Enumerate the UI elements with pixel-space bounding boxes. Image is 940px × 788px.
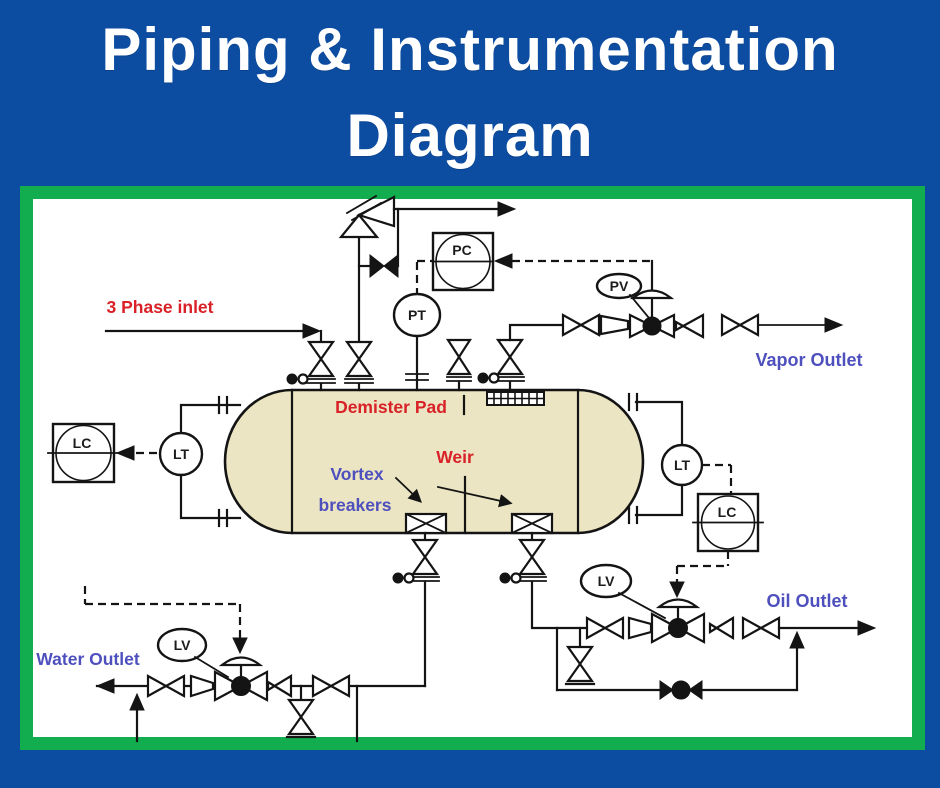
lc-left-tag: LC — [73, 435, 92, 451]
lv-oil-tag-oval — [579, 563, 633, 599]
psv-riser-valve — [344, 340, 374, 384]
water-drain-valve-top — [392, 531, 440, 584]
vapor-outlet-label: Vapor Outlet — [755, 350, 862, 370]
oil-drain-valve-bottom — [564, 626, 596, 686]
vapor-reducer-left — [599, 314, 630, 336]
oil-outlet-label: Oil Outlet — [767, 591, 848, 611]
oil-bypass-arrow — [789, 630, 805, 649]
pv-tag: PV — [610, 278, 629, 294]
vortex-breaker-left — [404, 512, 448, 535]
oil-bypass-valve — [659, 680, 703, 700]
oil-outlet-line: LV Oil Outlet — [499, 531, 877, 700]
relief-valve-icon — [338, 194, 396, 239]
inlet-valve — [286, 340, 336, 385]
diaphragm-actuator-icon — [629, 289, 675, 300]
vapor-outlet-line: PV Vapor Outlet — [477, 272, 863, 392]
lt-left-tag: LT — [173, 446, 190, 462]
pressure-instruments: PT PC — [392, 231, 654, 392]
vortex-arrow-right — [436, 485, 513, 508]
level-loop-right: LT LC — [627, 392, 764, 599]
water-outlet-label: Water Outlet — [36, 649, 140, 669]
spectacle-blind-icon — [499, 572, 511, 584]
lv-water-signal-arrow — [232, 637, 248, 655]
vortex-breaker-right — [510, 512, 554, 535]
inlet-line — [104, 323, 336, 392]
lc-left-instrument: LC — [47, 422, 120, 484]
water-outlet-arrow — [95, 678, 115, 694]
inlet-label: 3 Phase inlet — [107, 297, 214, 317]
oil-reducer-right — [708, 616, 735, 640]
level-loop-left: LT LC — [47, 395, 248, 655]
water-gate-valve-1 — [146, 674, 186, 698]
inlet-arrow — [302, 323, 322, 339]
vapor-gate-valve-1 — [561, 313, 601, 337]
lv-oil-leader — [617, 591, 667, 620]
pv-leader — [628, 293, 651, 320]
oil-drain-valve-top — [499, 531, 547, 584]
psv-assembly — [338, 194, 517, 392]
diaphragm-actuator-icon — [218, 656, 264, 667]
page-title-line-1: Piping & Instrumentation — [101, 16, 839, 83]
vapor-reducer-right — [674, 313, 705, 339]
vapor-outlet-arrow — [824, 317, 844, 333]
oil-outlet-arrow — [857, 620, 877, 636]
water-outlet-line: LV Water Outlet — [36, 531, 440, 743]
water-join-arrow — [129, 692, 145, 711]
spectacle-blind-icon — [286, 373, 298, 385]
oil-control-valve — [650, 598, 706, 644]
lv-water-leader — [193, 655, 230, 679]
demister-pad — [486, 391, 545, 406]
vortex-arrow-left — [394, 476, 422, 503]
pc-tag: PC — [452, 242, 471, 258]
diaphragm-actuator-icon — [655, 598, 701, 609]
page-title-line-2: Diagram — [346, 102, 594, 169]
pt-tag: PT — [408, 307, 426, 323]
lv-water-tag-oval — [156, 627, 208, 663]
water-reducer-left — [189, 674, 215, 698]
water-control-valve — [213, 656, 269, 702]
pc-instrument: PC — [431, 231, 495, 292]
lc-left-signal-arrow — [115, 445, 135, 461]
vapor-gate-valve-2 — [720, 313, 760, 337]
water-gate-valve-2 — [311, 674, 351, 698]
lv-oil-signal-arrow — [669, 581, 685, 599]
pc-signal-arrow — [493, 253, 513, 269]
annotations: 3 Phase inlet Demister Pad Weir Vortex b… — [107, 297, 513, 515]
vent-valve — [445, 338, 473, 392]
vapor-isolation-valve — [477, 338, 525, 384]
demister-label: Demister Pad — [335, 397, 447, 417]
water-reducer-right — [266, 674, 293, 698]
water-drain-valve-bottom — [285, 684, 317, 739]
relief-outlet-arrow — [497, 201, 517, 217]
weir-label: Weir — [436, 447, 474, 467]
spectacle-blind-icon — [477, 372, 489, 384]
vortex-label-line-1: Vortex — [330, 464, 383, 484]
lt-right-tag: LT — [674, 457, 691, 473]
vapor-control-valve — [628, 289, 676, 339]
lc-right-instrument: LC — [692, 492, 764, 553]
lv-oil-tag: LV — [598, 573, 616, 589]
lc-right-tag: LC — [718, 504, 737, 520]
psv-bypass-valve — [357, 207, 400, 279]
oil-reducer-left — [627, 616, 653, 640]
separator-vessel — [223, 388, 645, 535]
vortex-label-line-2: breakers — [319, 495, 392, 515]
oil-gate-valve-2 — [741, 616, 781, 640]
spectacle-blind-icon — [392, 572, 404, 584]
page-title: Piping & Instrumentation Diagram — [0, 0, 940, 186]
lv-water-tag: LV — [174, 637, 192, 653]
pv-tag-oval — [595, 272, 643, 300]
oil-gate-valve-1 — [585, 616, 625, 640]
